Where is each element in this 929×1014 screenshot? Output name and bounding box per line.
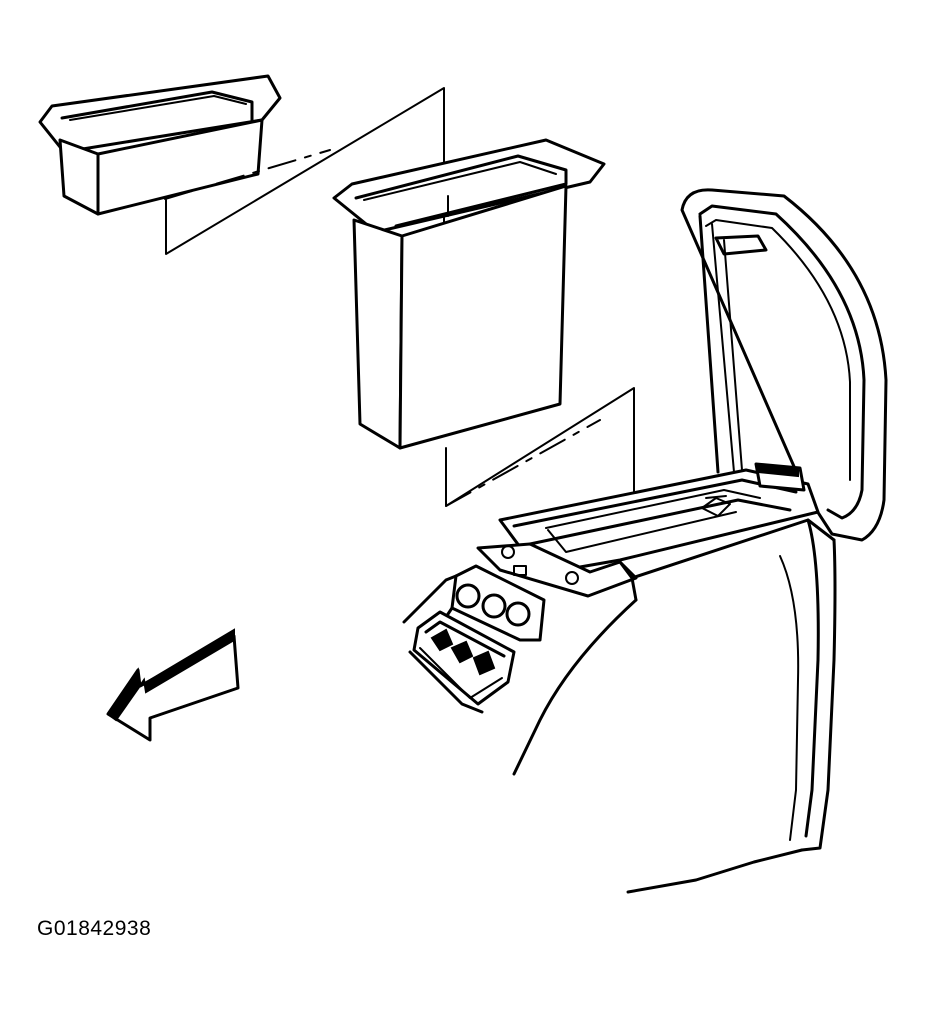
large-storage-bin-insert bbox=[332, 138, 606, 450]
large-bin-guide-line bbox=[445, 387, 635, 557]
small-storage-bin-insert bbox=[38, 74, 282, 216]
center-console-assembly bbox=[402, 462, 837, 894]
front-direction-arrow bbox=[106, 628, 240, 742]
console-armrest-lid bbox=[680, 188, 888, 542]
figure-id-label: G01842938 bbox=[37, 917, 152, 940]
